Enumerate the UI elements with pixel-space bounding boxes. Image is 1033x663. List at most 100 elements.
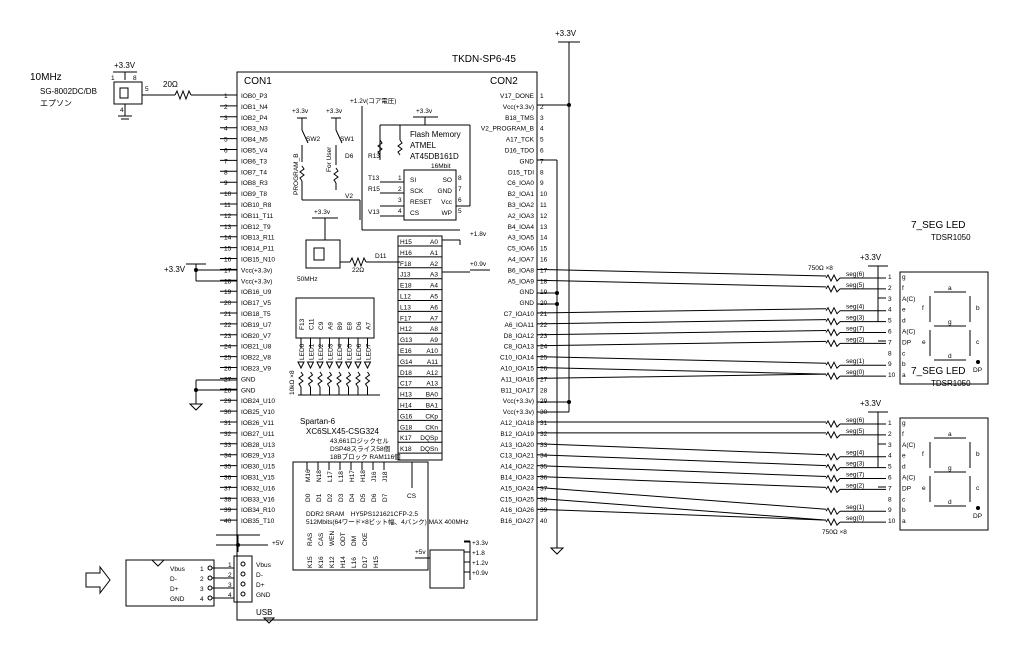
segment-inner-label: b	[976, 305, 980, 312]
ddr-ctrl-ball: K12	[329, 556, 336, 568]
board-title: TKDN-SP6-45	[452, 54, 516, 65]
seg-pin-label: d	[902, 464, 906, 471]
fpga-spec3: 18Bブロック RAM116個	[330, 452, 401, 461]
ddr-dq-ball: J16	[371, 471, 378, 482]
osc-maker: エプソン	[40, 99, 72, 108]
seg-pin-label: f	[902, 285, 904, 292]
core-voltage: +1.2v(コア電圧)	[350, 97, 396, 105]
fpga-signal: CKp	[425, 413, 438, 420]
seg-net-label: seg(1)	[846, 504, 864, 511]
fpga-ball: H12	[400, 326, 412, 333]
usb-right-label: D+	[256, 582, 265, 589]
con2-pin-number: 28	[540, 387, 548, 394]
con2-pin-label: A15_IOA24	[500, 485, 534, 492]
usb-left-label: GND	[170, 596, 185, 603]
con1-pin-number: 32	[224, 431, 232, 438]
led-resistor	[317, 371, 323, 388]
seg-resistor	[825, 306, 841, 315]
con2-pin-number: 31	[540, 420, 548, 427]
fpga-part: XC6SLX45-CSG324	[306, 427, 379, 436]
fpga-signal: DQSn	[420, 446, 438, 453]
led-label: LED6	[356, 343, 363, 360]
con2-pin-number: 14	[540, 235, 548, 242]
con2-seg-wire	[536, 356, 827, 364]
seg-vcc: +3.3V	[860, 399, 882, 408]
con2-pin-number: 35	[540, 464, 548, 471]
usb-left-pad	[207, 565, 213, 571]
seg-resistor	[825, 361, 841, 370]
seg-pin-label: a	[902, 518, 906, 525]
led-resistor	[355, 371, 361, 388]
seg-pin-num: 1	[888, 420, 892, 427]
flash-left-pin: SCK	[410, 188, 424, 195]
con1-supply-label: +3.3V	[164, 265, 186, 274]
ddr-dq-ball: H18	[360, 470, 367, 482]
con2-pin-label: Vcc(+3.3v)	[503, 104, 534, 111]
flash-t13: T13	[368, 175, 380, 182]
con2-pin-label: A3_IOA5	[508, 235, 535, 242]
con2-pin-label: GND	[520, 289, 535, 296]
con2-pin-label: B6_IOA8	[508, 267, 535, 274]
segment-inner-label: e	[922, 485, 926, 492]
seg-net-label: seg(5)	[846, 282, 864, 289]
flash-left-num: 4	[398, 208, 402, 215]
usb-left-num: 4	[200, 596, 204, 603]
seg-net-label: seg(6)	[846, 417, 864, 424]
usb-right-num: 4	[228, 592, 232, 599]
led-resistor	[307, 371, 314, 388]
ddr-ctrl-ball: K16	[318, 556, 325, 568]
con2-seg-wire	[536, 319, 827, 325]
con2-pin-label: B12_IOA19	[500, 431, 534, 438]
usb-left-num: 1	[200, 566, 204, 573]
con1-pin-number: 21	[224, 311, 232, 318]
regulator-output: +3.3v	[472, 540, 489, 547]
flash-name: Flash Memory	[410, 130, 461, 139]
led-label: LED4	[337, 343, 344, 360]
seg-resistor	[825, 474, 841, 483]
oscillator-50mhz: +3.3v 50MHz 22Ω D11	[297, 209, 400, 283]
seg-pin-label: g	[902, 420, 906, 427]
usb-left-pad	[207, 585, 213, 591]
seg-pin-num: 2	[888, 285, 892, 292]
con1-pin-number: 36	[224, 475, 232, 482]
segment-inner-label: c	[976, 485, 980, 492]
usb-right-num: 2	[228, 572, 232, 579]
con1-pin-number: 20	[224, 300, 232, 307]
con1-pin-number: 31	[224, 420, 232, 427]
con2-pin-number: 33	[540, 442, 548, 449]
fpga-signal: A8	[430, 326, 438, 333]
flash-right-num: 5	[458, 208, 462, 215]
ddr-ctrl-signal: CKE	[362, 532, 369, 546]
con1-pin-number: 19	[224, 289, 232, 296]
sw1-label: SW1	[340, 136, 354, 143]
fpga-signal: A6	[430, 304, 438, 311]
seg-resistor	[825, 430, 841, 440]
con1-pin-number: 10	[224, 191, 232, 198]
seg-pin-num: 5	[888, 318, 892, 325]
con2-pin-label: A12_IOA18	[500, 420, 534, 427]
led-label: LED2	[318, 343, 325, 360]
fpga-ball: F17	[400, 315, 412, 322]
seg-pin-label: A(C)	[902, 475, 915, 482]
fpga-ball: L12	[400, 294, 411, 301]
con2-pin-number: 24	[540, 344, 548, 351]
usb-right-label: D-	[256, 572, 263, 579]
con2-seg-wire	[536, 486, 827, 510]
con1-pin-number: 8	[224, 169, 228, 176]
seg-body	[899, 271, 989, 385]
seg-net-label: seg(7)	[846, 326, 864, 333]
con1-pin-label: IOB11_T11	[241, 213, 274, 220]
con1-pin-label: IOB28_U13	[241, 442, 275, 449]
seg-pin-num: 4	[888, 453, 892, 460]
con1-pin-number: 15	[224, 246, 232, 253]
con2-pin-number: 36	[540, 475, 548, 482]
usb-left-pad	[207, 595, 213, 601]
con2-pin-label: A10_IOA15	[500, 366, 534, 373]
con2-pin-number: 12	[540, 213, 548, 220]
con2-pin-number: 1	[540, 93, 544, 100]
con2-pin-number: 3	[540, 115, 544, 122]
ddr-ctrl-signal: WEN	[329, 531, 336, 546]
fpga-signal: A7	[430, 315, 438, 322]
